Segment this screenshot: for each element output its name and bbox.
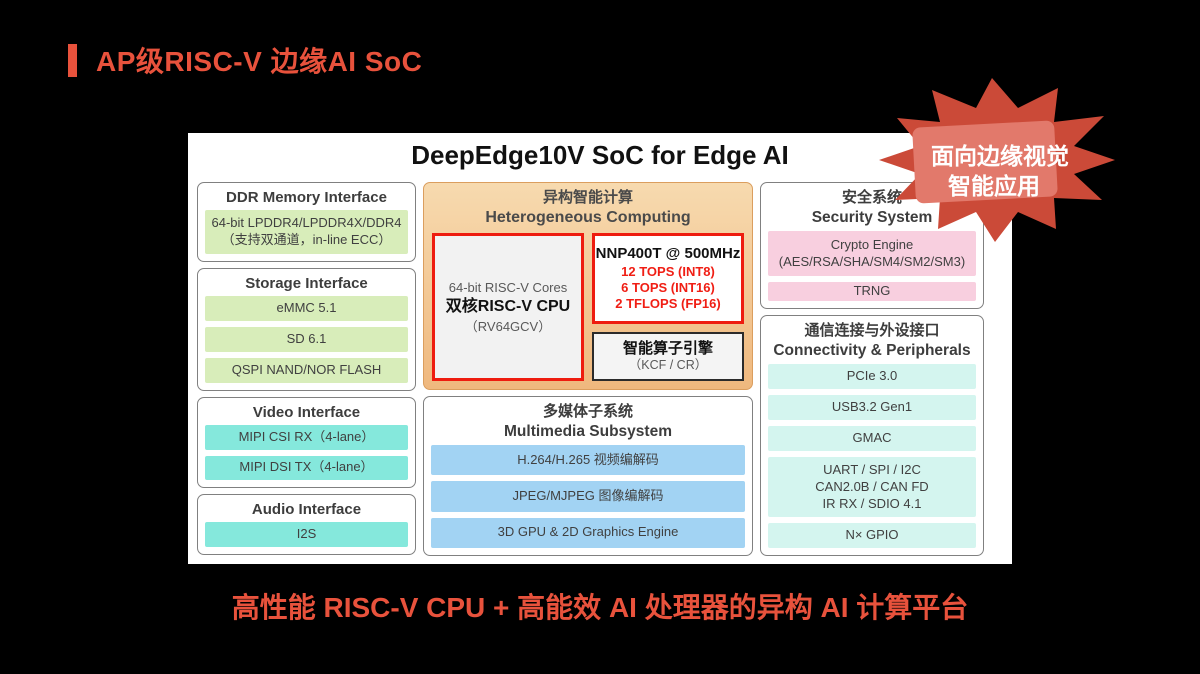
ir-sdio-label: IR RX / SDIO 4.1 xyxy=(822,495,922,511)
security-title-zh: 安全系统 xyxy=(841,189,902,206)
connectivity-cell-gmac: GMAC xyxy=(768,426,976,452)
cpu-cores-label: 64-bit RISC-V Cores xyxy=(448,279,568,295)
starburst-inner-shape xyxy=(912,120,1058,204)
ddr-memory-interface-box: DDR Memory Interface 64-bit LPDDR4/LPDDR… xyxy=(197,182,416,262)
soc-diagram-panel: DeepEdge10V SoC for Edge AI DDR Memory I… xyxy=(188,133,1012,564)
connectivity-cell-lowspeed: UART / SPI / I2C CAN2.0B / CAN FD IR RX … xyxy=(768,457,976,518)
column-right: 安全系统 Security System Crypto Engine (AES/… xyxy=(760,182,984,556)
slide-title: AP级RISC-V 边缘AI SoC xyxy=(96,46,423,77)
riscv-cpu-box: 64-bit RISC-V Cores 双核RISC-V CPU （RV64GC… xyxy=(432,233,584,381)
ddr-cell-line2: （支持双通道，in-line ECC） xyxy=(221,232,392,247)
connectivity-peripherals-box: 通信连接与外设接口 Connectivity & Peripherals PCI… xyxy=(760,315,984,556)
multimedia-cell-gpu: 3D GPU & 2D Graphics Engine xyxy=(431,517,745,549)
multimedia-title-zh: 多媒体子系统 xyxy=(542,403,633,420)
crypto-algos-label: (AES/RSA/SHA/SM4/SM2/SM3) xyxy=(778,253,966,269)
storage-cell-sd: SD 6.1 xyxy=(205,327,408,352)
video-cell-csi: MIPI CSI RX（4-lane） xyxy=(205,425,408,450)
multimedia-cell-jpeg-codec: JPEG/MJPEG 图像编解码 xyxy=(431,481,745,512)
storage-cell-emmc: eMMC 5.1 xyxy=(205,296,408,321)
security-system-box: 安全系统 Security System Crypto Engine (AES/… xyxy=(760,182,984,309)
badge-line2: 智能应用 xyxy=(948,173,1040,199)
storage-title: Storage Interface xyxy=(245,275,368,292)
ddr-cell: 64-bit LPDDR4/LPDDR4X/DDR4 （支持双通道，in-lin… xyxy=(205,210,408,254)
security-cell-trng: TRNG xyxy=(768,282,976,301)
connectivity-cell-pcie: PCIe 3.0 xyxy=(768,364,976,390)
npu-spec-int8: 12 TOPS (INT8) xyxy=(621,263,715,279)
security-title-en: Security System xyxy=(811,208,933,226)
badge-line1: 面向边缘视觉 xyxy=(931,143,1069,169)
video-interface-box: Video Interface MIPI CSI RX（4-lane） MIPI… xyxy=(197,397,416,488)
audio-cell-i2s: I2S xyxy=(205,522,408,547)
multimedia-cell-video-codec: H.264/H.265 视频编解码 xyxy=(431,445,745,476)
starburst-badge: 面向边缘视觉 智能应用 xyxy=(879,78,1115,242)
npu-title: NNP400T @ 500MHz xyxy=(595,245,741,263)
connectivity-title-en: Connectivity & Peripherals xyxy=(773,341,971,359)
bottom-caption: 高性能 RISC-V CPU + 高能效 AI 处理器的异构 AI 计算平台 xyxy=(231,592,969,623)
uart-spi-i2c-label: UART / SPI / I2C xyxy=(823,461,921,477)
operator-engine-box: 智能算子引擎 （KCF / CR） xyxy=(592,332,744,381)
npu-box: NNP400T @ 500MHz 12 TOPS (INT8) 6 TOPS (… xyxy=(592,233,744,325)
soc-title: DeepEdge10V SoC for Edge AI xyxy=(411,140,789,170)
column-center: 异构智能计算 Heterogeneous Computing 64-bit RI… xyxy=(423,182,753,556)
title-accent-bar xyxy=(68,44,77,77)
audio-interface-box: Audio Interface I2S xyxy=(197,494,416,555)
diagram-columns: DDR Memory Interface 64-bit LPDDR4/LPDDR… xyxy=(197,182,984,556)
multimedia-title-en: Multimedia Subsystem xyxy=(504,422,672,440)
ddr-cell-line1: 64-bit LPDDR4/LPDDR4X/DDR4 xyxy=(211,215,402,231)
can-label: CAN2.0B / CAN FD xyxy=(815,478,929,494)
security-cell-crypto: Crypto Engine (AES/RSA/SHA/SM4/SM2/SM3) xyxy=(768,231,976,277)
connectivity-cell-gpio: N× GPIO xyxy=(768,523,976,549)
cpu-name-label: 双核RISC-V CPU xyxy=(445,298,571,316)
npu-spec-fp16: 2 TFLOPS (FP16) xyxy=(615,296,721,312)
hetero-title-en: Heterogeneous Computing xyxy=(485,208,691,226)
column-left: DDR Memory Interface 64-bit LPDDR4/LPDDR… xyxy=(197,182,416,556)
hetero-title-zh: 异构智能计算 xyxy=(542,189,633,206)
multimedia-subsystem-box: 多媒体子系统 Multimedia Subsystem H.264/H.265 … xyxy=(423,396,753,556)
video-title: Video Interface xyxy=(252,404,361,421)
crypto-engine-label: Crypto Engine xyxy=(830,236,914,252)
engine-name-en: （KCF / CR） xyxy=(628,358,708,373)
storage-interface-box: Storage Interface eMMC 5.1 SD 6.1 QSPI N… xyxy=(197,268,416,391)
engine-name-zh: 智能算子引擎 xyxy=(622,340,713,358)
npu-spec-int16: 6 TOPS (INT16) xyxy=(621,280,715,296)
cpu-isa-label: （RV64GCV） xyxy=(464,318,552,334)
connectivity-title-zh: 通信连接与外设接口 xyxy=(804,322,940,339)
video-cell-dsi: MIPI DSI TX（4-lane） xyxy=(205,455,408,480)
audio-title: Audio Interface xyxy=(251,501,362,518)
ddr-title: DDR Memory Interface xyxy=(226,189,387,206)
storage-cell-qspi: QSPI NAND/NOR FLASH xyxy=(205,358,408,383)
connectivity-cell-usb: USB3.2 Gen1 xyxy=(768,395,976,421)
heterogeneous-computing-box: 异构智能计算 Heterogeneous Computing 64-bit RI… xyxy=(423,182,753,390)
